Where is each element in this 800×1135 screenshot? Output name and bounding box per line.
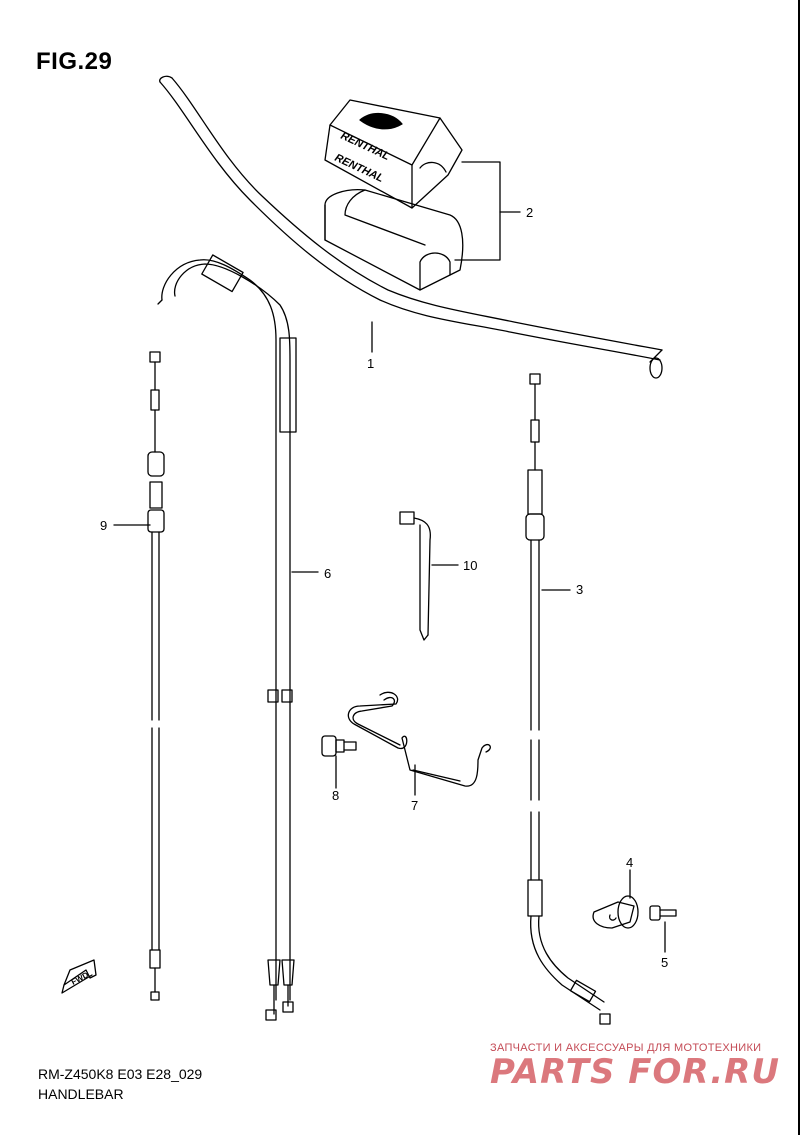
callout-1: 1 xyxy=(367,356,374,371)
frame-border xyxy=(798,0,800,1135)
model-code: RM-Z450K8 E03 E28_029 xyxy=(38,1066,203,1082)
callout-6: 6 xyxy=(324,566,331,581)
callout-3: 3 xyxy=(576,582,583,597)
bolt xyxy=(321,735,357,757)
handlebar-pad xyxy=(324,99,464,291)
throttle-cables xyxy=(157,254,297,1021)
handlebar xyxy=(159,75,663,379)
callout-8: 8 xyxy=(332,788,339,803)
callout-5: 5 xyxy=(661,955,668,970)
cable-tie xyxy=(399,511,431,641)
watermark-logo: PARTS FOR.RU xyxy=(490,1052,780,1092)
callout-4: 4 xyxy=(626,855,633,870)
callout-2: 2 xyxy=(526,205,533,220)
fwd-arrow-icon xyxy=(61,959,97,994)
clutch-cable xyxy=(525,373,611,1025)
clamp xyxy=(592,895,639,929)
callout-2-leader xyxy=(454,161,521,261)
callout-9: 9 xyxy=(100,518,107,533)
figure-title: FIG.29 xyxy=(36,48,113,75)
wire-guide xyxy=(347,691,491,787)
watermark-caption: ЗАПЧАСТИ И АКСЕССУАРЫ ДЛЯ МОТОТЕХНИКИ xyxy=(490,1042,762,1054)
callout-7: 7 xyxy=(411,798,418,813)
callout-10: 10 xyxy=(463,558,477,573)
cable-part-9 xyxy=(147,351,165,1001)
screw xyxy=(649,905,677,921)
section-name: HANDLEBAR xyxy=(38,1086,124,1102)
